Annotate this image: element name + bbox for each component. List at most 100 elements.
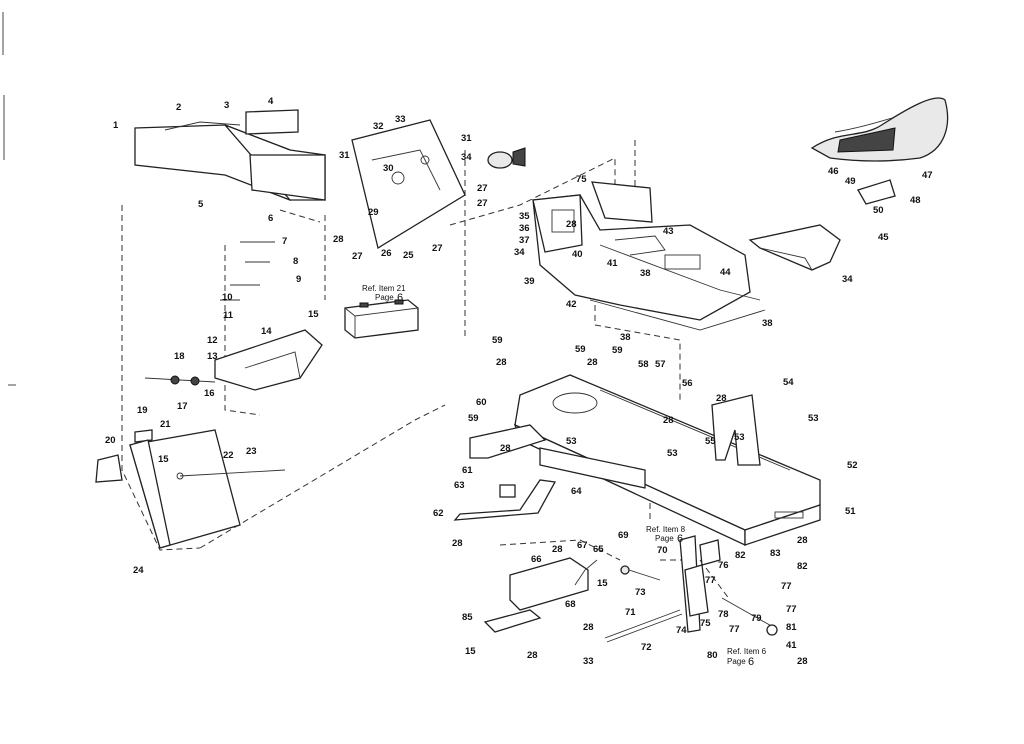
part-callout: 83 <box>770 548 781 559</box>
washer-81 <box>766 624 778 636</box>
part-callout: 41 <box>786 640 797 651</box>
part-callout: 38 <box>762 318 773 329</box>
part-callout: 80 <box>707 650 718 661</box>
part-callout: 32 <box>373 121 384 132</box>
part-callout: 6 <box>268 213 273 224</box>
part-callout: 16 <box>204 388 215 399</box>
part-callout: 30 <box>383 163 394 174</box>
bracket-76 <box>699 539 721 566</box>
part-callout: 28 <box>716 393 727 404</box>
part-callout: 53 <box>667 448 678 459</box>
part-callout: 36 <box>519 223 530 234</box>
part-callout: 50 <box>873 205 884 216</box>
part-callout: 73 <box>635 587 646 598</box>
part-callout: 33 <box>395 114 406 125</box>
part-callout: 31 <box>339 150 350 161</box>
frame-rail <box>539 447 646 489</box>
hinge-bolts <box>144 375 216 386</box>
part-callout: 28 <box>587 357 598 368</box>
dash-panel <box>134 121 326 201</box>
part-callout: 28 <box>663 415 674 426</box>
battery-tray <box>214 329 323 391</box>
part-callout: 59 <box>468 413 479 424</box>
part-callout: 57 <box>655 359 666 370</box>
part-callout: 69 <box>618 530 629 541</box>
part-callout: 7 <box>282 236 287 247</box>
part-callout: 1 <box>113 120 119 131</box>
part-callout: 62 <box>433 508 444 519</box>
part-callout: 53 <box>734 432 745 443</box>
part-callout: 11 <box>223 310 234 321</box>
part-callout: 29 <box>368 207 379 218</box>
part-callout: 17 <box>177 401 188 412</box>
part-callout: 35 <box>519 211 530 222</box>
part-callout: 23 <box>246 446 257 457</box>
reference-page-number: 6 <box>677 533 683 545</box>
part-callout: 78 <box>718 609 729 620</box>
fender-pan <box>532 181 766 331</box>
part-callout: 47 <box>922 170 933 181</box>
part-callout: 28 <box>333 234 344 245</box>
part-callout: 15 <box>597 578 608 589</box>
assembly-guide-lines <box>121 140 731 601</box>
shift-lever <box>679 535 709 633</box>
seat <box>810 97 949 162</box>
part-callout: 59 <box>575 344 586 355</box>
margin-marks <box>2 12 16 386</box>
part-callout: 42 <box>566 299 577 310</box>
part-callout: 25 <box>403 250 414 261</box>
part-callout: 28 <box>566 219 577 230</box>
reference-page-number: 6 <box>397 292 403 304</box>
reference-page-label: Page <box>375 293 394 302</box>
part-callout: 28 <box>496 357 507 368</box>
part-callout: 21 <box>160 419 171 430</box>
hardware-cluster-left <box>220 241 275 301</box>
part-callout: 58 <box>638 359 649 370</box>
rod-72 <box>604 609 683 643</box>
part-callout: 8 <box>293 256 298 267</box>
reference-title: Ref. Item 21 <box>362 284 406 293</box>
knob-69 <box>620 565 661 581</box>
reference-title: Ref. Item 8 <box>646 525 686 534</box>
lever-65 <box>574 559 598 586</box>
part-callout: 64 <box>571 486 582 497</box>
part-callout: 15 <box>308 309 319 320</box>
part-callout: 24 <box>133 565 144 576</box>
part-callout: 9 <box>296 274 301 285</box>
part-callout: 38 <box>620 332 631 343</box>
part-callout: 4 <box>268 96 274 107</box>
part-callout: 19 <box>137 405 148 416</box>
part-callout: 53 <box>808 413 819 424</box>
seat-bracket <box>857 179 896 205</box>
part-callout: 77 <box>786 604 797 615</box>
part-callout: 77 <box>705 575 716 586</box>
part-callout: 56 <box>682 378 693 389</box>
reference-note-shift: Ref. Item 8 Page 6 <box>646 525 686 545</box>
part-callout: 41 <box>607 258 618 269</box>
part-callout: 85 <box>462 612 473 623</box>
part-callout: 34 <box>461 152 472 163</box>
part-callout: 38 <box>640 268 651 279</box>
part-callout: 74 <box>676 625 687 636</box>
rear-fender <box>748 224 841 271</box>
plate-19 <box>134 429 153 443</box>
part-callout: 65 <box>593 544 604 555</box>
part-callout: 27 <box>352 251 363 262</box>
part-callout: 82 <box>735 550 746 561</box>
part-callout: 81 <box>786 622 797 633</box>
part-callout: 37 <box>519 235 530 246</box>
part-callout: 28 <box>797 656 808 667</box>
part-callout: 68 <box>565 599 576 610</box>
part-callout: 67 <box>577 540 588 551</box>
part-callout: 10 <box>222 292 233 303</box>
part-callout: 59 <box>492 335 503 346</box>
console-plate <box>351 119 466 250</box>
part-callout: 45 <box>878 232 889 243</box>
part-callout: 77 <box>729 624 740 635</box>
part-callout: 51 <box>845 506 856 517</box>
part-callout: 13 <box>207 351 218 362</box>
part-callout: 33 <box>583 656 594 667</box>
part-callout: 70 <box>657 545 668 556</box>
